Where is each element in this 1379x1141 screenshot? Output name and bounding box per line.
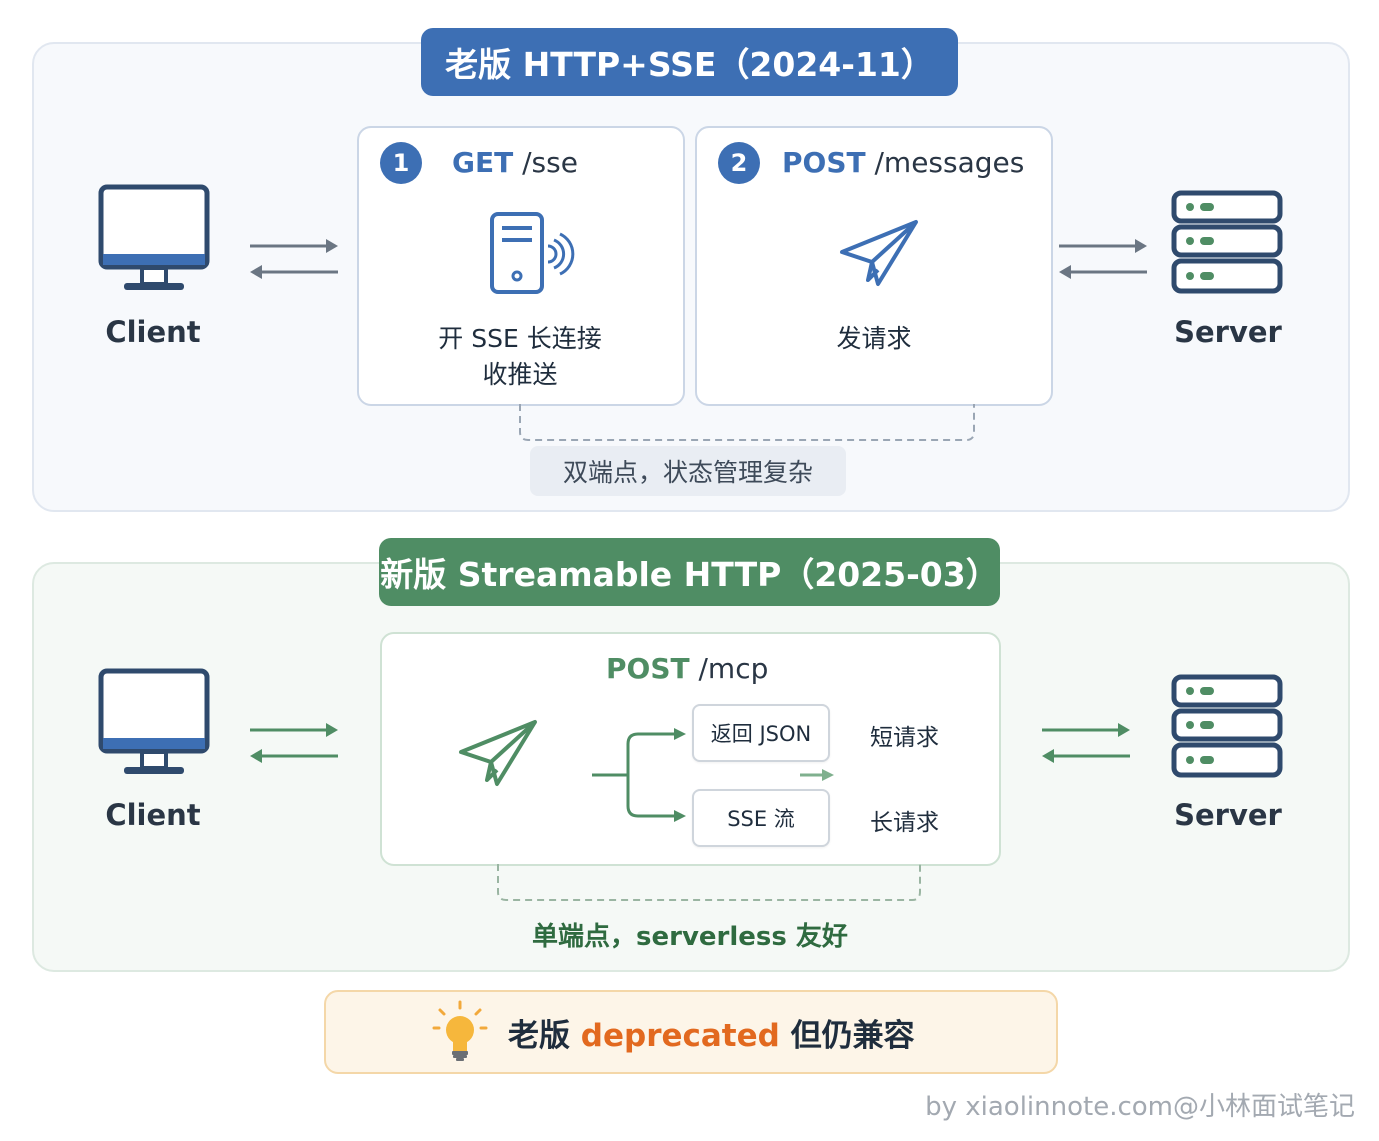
server-signal-icon bbox=[490, 212, 575, 294]
server-rack-icon bbox=[1171, 674, 1283, 778]
lightbulb-icon bbox=[432, 1000, 488, 1061]
new-client-label: Client bbox=[105, 798, 201, 832]
old-server-arrows bbox=[1059, 239, 1147, 279]
paper-plane-icon bbox=[840, 220, 918, 286]
paper-plane-icon bbox=[459, 720, 537, 786]
client-monitor-icon bbox=[98, 184, 210, 290]
client-monitor-icon bbox=[98, 668, 210, 774]
new-single-endpoint-bracket bbox=[497, 864, 921, 901]
return-json-pill: 返回 JSON bbox=[692, 704, 830, 762]
tip-prefix: 老版 bbox=[508, 1018, 570, 1054]
branch-connector bbox=[592, 728, 834, 822]
post-messages-description: 发请求 bbox=[836, 324, 912, 353]
old-client-label: Client bbox=[105, 315, 201, 349]
messages-path: /messages bbox=[874, 146, 1025, 179]
long-request-label: 长请求 bbox=[870, 810, 939, 836]
post-messages-title: POST /messages bbox=[782, 146, 1024, 179]
short-request-label: 短请求 bbox=[870, 725, 939, 751]
step-number-2: 2 bbox=[718, 142, 760, 184]
tip-deprecated-highlight: deprecated bbox=[580, 1018, 780, 1054]
sse-stream-pill: SSE 流 bbox=[692, 789, 830, 847]
old-note-badge: 双端点，状态管理复杂 bbox=[530, 446, 846, 496]
post-mcp-title: POST /mcp bbox=[606, 652, 768, 685]
mcp-post-method: POST bbox=[606, 652, 690, 685]
tip-suffix: 但仍兼容 bbox=[790, 1018, 915, 1054]
sse-path: /sse bbox=[522, 146, 578, 179]
get-sse-title: GET /sse bbox=[452, 146, 578, 179]
new-client-arrows bbox=[250, 723, 338, 763]
get-sse-desc-line1: 开 SSE 长连接 bbox=[438, 324, 602, 353]
old-server-label: Server bbox=[1174, 315, 1282, 349]
new-server-label: Server bbox=[1174, 798, 1282, 832]
mcp-path: /mcp bbox=[698, 652, 769, 685]
new-server-arrows bbox=[1042, 723, 1130, 763]
old-protocol-banner: 老版 HTTP+SSE（2024-11） bbox=[421, 28, 958, 96]
deprecation-tip-text: 老版 deprecated 但仍兼容 bbox=[508, 1010, 915, 1055]
server-rack-icon bbox=[1171, 190, 1283, 294]
post-method: POST bbox=[782, 146, 866, 179]
step-number-1: 1 bbox=[380, 142, 422, 184]
new-note-label: 单端点，serverless 友好 bbox=[532, 921, 848, 952]
new-protocol-banner: 新版 Streamable HTTP（2025-03） bbox=[379, 538, 1000, 606]
get-sse-description: 开 SSE 长连接 收推送 bbox=[359, 321, 681, 393]
old-client-arrows bbox=[250, 239, 338, 279]
get-sse-desc-line2: 收推送 bbox=[482, 360, 558, 389]
old-protocol-panel bbox=[32, 42, 1350, 512]
old-dual-endpoint-bracket bbox=[519, 404, 975, 441]
watermark-credit: by xiaolinnote.com@小林面试笔记 bbox=[925, 1092, 1355, 1122]
get-method: GET bbox=[452, 146, 514, 179]
